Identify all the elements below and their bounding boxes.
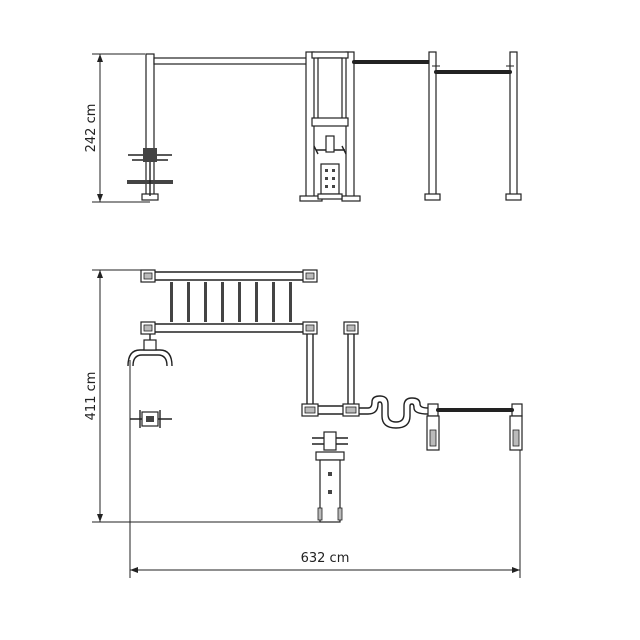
plan-view: 411 cm 632 cm — [84, 269, 523, 578]
depth-label: 411 cm — [84, 372, 99, 421]
width-label: 632 cm — [301, 551, 350, 566]
width-dimension: 632 cm — [129, 360, 521, 578]
height-label: 242 cm — [84, 104, 99, 153]
rotary-station-plan — [130, 410, 172, 428]
wavy-bar — [359, 395, 429, 429]
height-dimension: 242 cm — [84, 53, 150, 203]
rotary-station — [127, 148, 173, 196]
u-handle — [127, 334, 173, 367]
pullup-frame — [424, 51, 522, 201]
depth-dimension: 411 cm — [84, 269, 320, 523]
left-post — [141, 53, 159, 201]
elevation-view: 242 cm — [84, 51, 522, 203]
bench-plan — [312, 431, 348, 523]
ladder-frame — [140, 269, 318, 335]
pullup-frame-plan — [426, 403, 523, 451]
dip-station — [313, 135, 347, 200]
top-beam — [153, 57, 309, 65]
tower-plan — [301, 321, 360, 417]
